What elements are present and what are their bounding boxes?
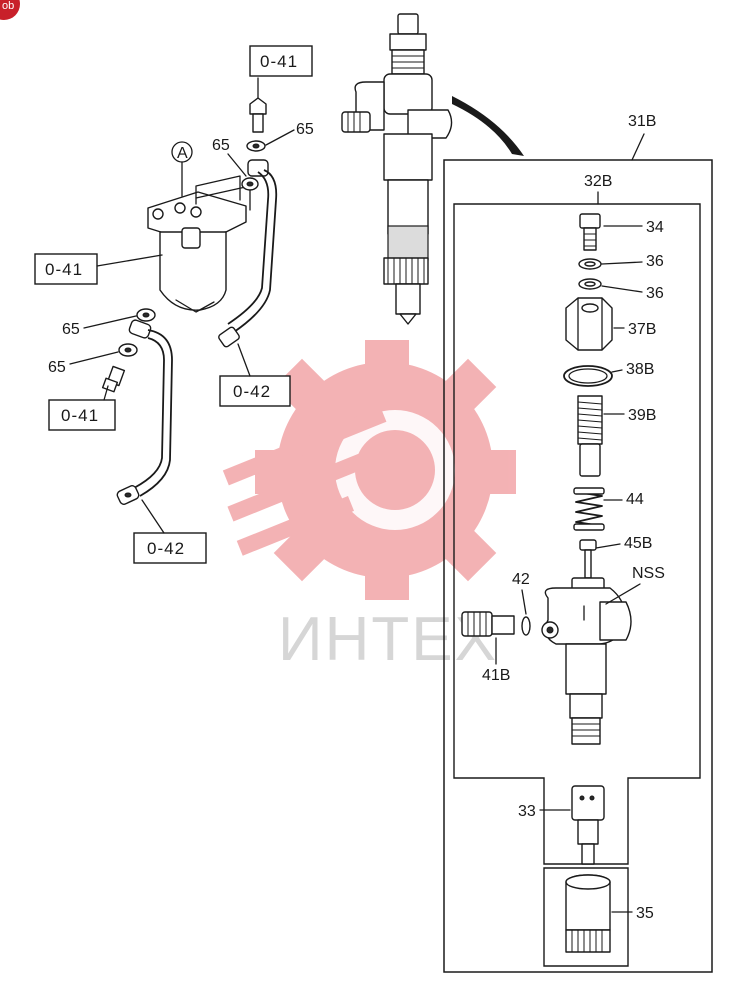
label-65-top-left: 65: [212, 137, 230, 154]
part-41b-connector: [461, 611, 515, 637]
part-38b-o-ring: [563, 365, 613, 387]
ref-box-left-mid[interactable]: 0-41: [34, 253, 163, 285]
ref-box-top[interactable]: 0-41: [249, 45, 313, 77]
label-41b: 41B: [482, 667, 510, 684]
svg-text:0-41: 0-41: [61, 406, 99, 425]
fuel-pipe-lower: [116, 319, 173, 505]
assembled-injector: [341, 13, 453, 325]
curved-arrow: [452, 96, 524, 156]
part-42-washer: [521, 616, 531, 636]
group-31b-frame: [443, 159, 713, 973]
part-39b-spindle: [577, 395, 603, 477]
washer-65-left: [118, 308, 156, 357]
label-36-a: 36: [646, 253, 664, 270]
label-34: 34: [646, 219, 664, 236]
label-65-left-a: 65: [62, 321, 80, 338]
label-33: 33: [518, 803, 536, 820]
label-45b: 45B: [624, 535, 652, 552]
label-nss: NSS: [632, 565, 665, 582]
injector-body-nss: [541, 577, 632, 745]
top-bolt: [249, 77, 267, 133]
label-36-b: 36: [646, 285, 664, 302]
part-44-spring: [573, 487, 605, 531]
svg-text:ob: ob: [2, 0, 14, 12]
watermark-text: ИНТЕХ: [278, 605, 498, 674]
part-37b-nut: [565, 297, 613, 351]
label-35: 35: [636, 905, 654, 922]
washer-65-top: [241, 140, 266, 191]
fuel-pipe-upper: [218, 159, 278, 348]
label-44: 44: [626, 491, 644, 508]
svg-text:0-41: 0-41: [260, 52, 298, 71]
label-65-left-b: 65: [48, 359, 66, 376]
corner-badge: ob: [0, 0, 20, 20]
label-32b: 32B: [584, 173, 612, 190]
part-34-bolt: [579, 213, 601, 251]
svg-text:0-41: 0-41: [45, 260, 83, 279]
ref-box-bottom-left[interactable]: 0-42: [133, 499, 207, 564]
svg-text:0-42: 0-42: [147, 539, 185, 558]
group-32b-frame: [453, 203, 701, 967]
svg-text:A: A: [177, 145, 188, 162]
label-42: 42: [512, 571, 530, 588]
label-37b: 37B: [628, 321, 656, 338]
fuel-filter-assembly: [147, 175, 251, 313]
left-bolt: [101, 365, 126, 393]
ref-box-left-low[interactable]: 0-41: [48, 385, 116, 431]
label-31b: 31B: [628, 113, 656, 130]
callout-a: A: [171, 141, 193, 197]
svg-text:0-42: 0-42: [233, 382, 271, 401]
label-65-top-right: 65: [296, 121, 314, 138]
ref-box-mid-right[interactable]: 0-42: [219, 343, 291, 407]
part-33-nozzle: [571, 785, 605, 865]
label-38b: 38B: [626, 361, 654, 378]
label-39b: 39B: [628, 407, 656, 424]
part-35-retaining-nut: [565, 874, 611, 953]
part-45b-pin: [579, 539, 597, 579]
